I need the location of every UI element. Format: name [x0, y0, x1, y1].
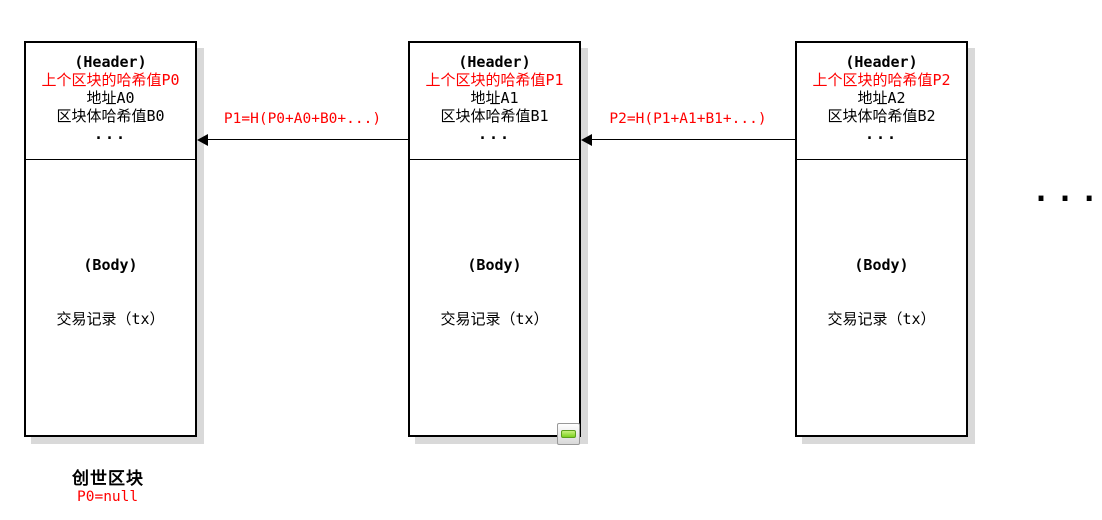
- block-1[interactable]: (Header) 上个区块的哈希值P1 地址A1 区块体哈希值B1 ... (B…: [408, 41, 581, 437]
- block-0-body: (Body) 交易记录（tx）: [26, 160, 195, 328]
- block-1-header: (Header) 上个区块的哈希值P1 地址A1 区块体哈希值B1 ...: [410, 43, 579, 160]
- block-0-header: (Header) 上个区块的哈希值P0 地址A0 区块体哈希值B0 ...: [26, 43, 195, 160]
- block-2[interactable]: (Header) 上个区块的哈希值P2 地址A2 区块体哈希值B2 ... (B…: [795, 41, 968, 437]
- chain-continues-ellipsis: ...: [1032, 174, 1102, 209]
- block-header-ellipsis: ...: [864, 125, 899, 143]
- block-2-header: (Header) 上个区块的哈希值P2 地址A2 区块体哈希值B2 ...: [797, 43, 966, 160]
- hash-formula-2: P2=H(P1+A1+B1+...): [609, 111, 767, 127]
- block-prev-hash: 上个区块的哈希值P2: [812, 71, 951, 89]
- arrow-shaft: [199, 139, 408, 140]
- block-body-title: (Body): [467, 256, 522, 274]
- block-prev-hash: 上个区块的哈希值P0: [41, 71, 180, 89]
- collapse-handle-bar: [561, 430, 576, 438]
- block-header-ellipsis: ...: [477, 125, 512, 143]
- block-transactions: 交易记录（tx）: [440, 310, 549, 328]
- block-body-title: (Body): [854, 256, 909, 274]
- block-header-title: (Header): [845, 53, 918, 71]
- block-address: 地址A0: [86, 89, 135, 107]
- block-transactions: 交易记录（tx）: [56, 310, 165, 328]
- block-1-body: (Body) 交易记录（tx）: [410, 160, 579, 328]
- block-header-title: (Header): [458, 53, 531, 71]
- genesis-block-label: 创世区块: [72, 469, 144, 489]
- block-transactions: 交易记录（tx）: [827, 310, 936, 328]
- hash-link-arrow-1: [197, 134, 408, 146]
- arrow-shaft: [583, 139, 795, 140]
- collapse-handle-icon[interactable]: [557, 423, 580, 445]
- block-address: 地址A2: [857, 89, 906, 107]
- block-address: 地址A1: [470, 89, 519, 107]
- arrow-left-head-icon: [197, 134, 208, 146]
- genesis-null-note: P0=null: [77, 489, 139, 505]
- block-body-hash: 区块体哈希值B0: [56, 107, 165, 125]
- block-header-ellipsis: ...: [93, 125, 128, 143]
- block-0[interactable]: (Header) 上个区块的哈希值P0 地址A0 区块体哈希值B0 ... (B…: [24, 41, 197, 437]
- block-header-title: (Header): [74, 53, 147, 71]
- hash-formula-1: P1=H(P0+A0+B0+...): [223, 111, 382, 127]
- block-body-hash: 区块体哈希值B1: [440, 107, 549, 125]
- hash-link-arrow-2: [581, 134, 795, 146]
- block-body-hash: 区块体哈希值B2: [827, 107, 936, 125]
- arrow-left-head-icon: [581, 134, 592, 146]
- block-2-body: (Body) 交易记录（tx）: [797, 160, 966, 328]
- block-body-title: (Body): [83, 256, 138, 274]
- block-prev-hash: 上个区块的哈希值P1: [425, 71, 564, 89]
